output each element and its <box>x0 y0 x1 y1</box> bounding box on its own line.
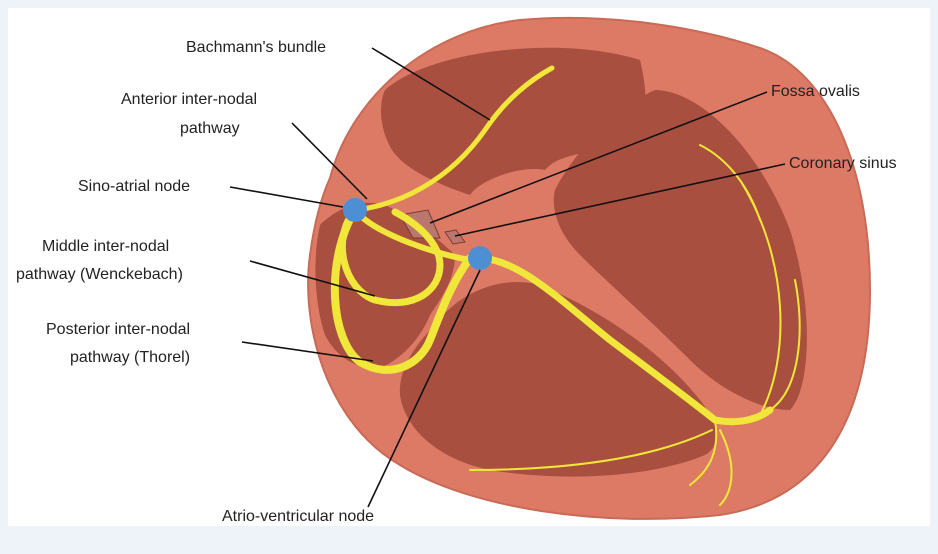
label-anterior-pathway-line2: pathway <box>180 120 240 137</box>
label-middle-pathway-line1: Middle inter-nodal <box>42 238 169 255</box>
label-sinoatrial-node: Sino-atrial node <box>78 178 190 195</box>
label-fossa-ovalis: Fossa ovalis <box>771 83 860 100</box>
label-posterior-pathway-line1: Posterior inter-nodal <box>46 321 190 338</box>
label-anterior-pathway-line1: Anterior inter-nodal <box>121 91 257 108</box>
label-coronary-sinus: Coronary sinus <box>789 155 897 172</box>
sinoatrial-node <box>343 198 367 222</box>
label-bachmanns-bundle: Bachmann's bundle <box>186 39 326 56</box>
label-posterior-pathway-line2: pathway (Thorel) <box>70 349 190 366</box>
label-av-node: Atrio-ventricular node <box>222 508 374 525</box>
label-middle-pathway-line2: pathway (Wenckebach) <box>16 266 183 283</box>
av-node <box>468 246 492 270</box>
